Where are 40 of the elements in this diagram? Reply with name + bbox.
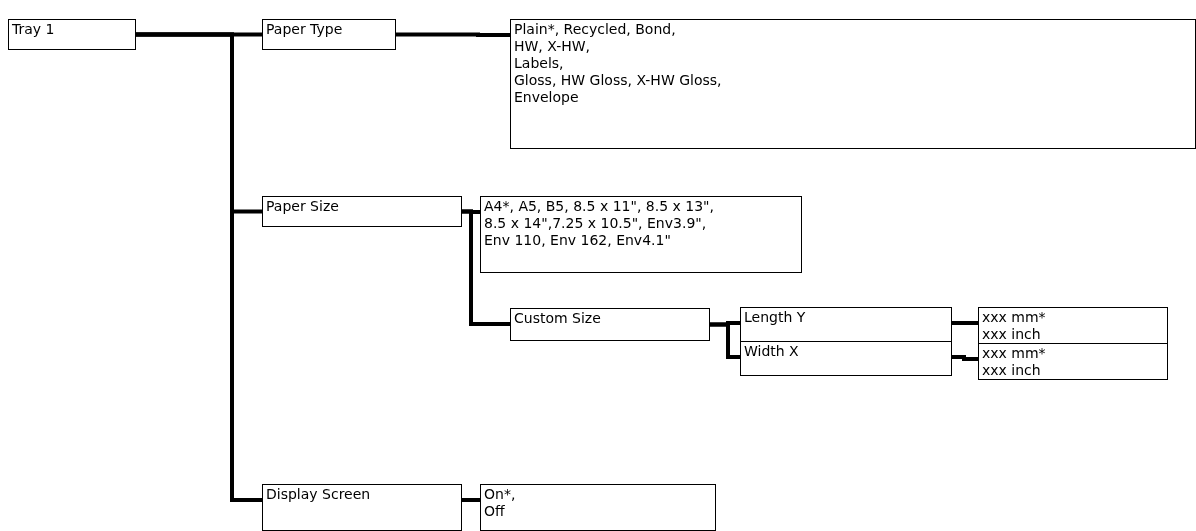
menu-box bbox=[510, 308, 710, 341]
menu-label: xxx mm* bbox=[982, 345, 1047, 362]
menu-label: HW, X-HW, bbox=[514, 38, 592, 55]
menu-label: Plain*, Recycled, Bond, bbox=[514, 21, 677, 38]
connector-line bbox=[462, 498, 480, 502]
menu-label: Length Y bbox=[744, 309, 807, 326]
menu-box bbox=[262, 19, 396, 50]
connector-line bbox=[136, 32, 262, 502]
menu-box bbox=[262, 196, 462, 227]
menu-box bbox=[978, 307, 1168, 344]
menu-label: A4*, A5, B5, 8.5 x 11", 8.5 x 13", bbox=[484, 198, 715, 215]
menu-label: Envelope bbox=[514, 89, 580, 106]
menu-label: Paper Size bbox=[266, 198, 340, 215]
menu-box bbox=[740, 307, 952, 342]
menu-label: Paper Type bbox=[266, 21, 344, 38]
menu-label: xxx inch bbox=[982, 362, 1042, 379]
menu-box bbox=[262, 484, 462, 531]
menu-box bbox=[480, 196, 802, 273]
menu-label: On*, bbox=[484, 486, 517, 503]
menu-box bbox=[740, 341, 952, 376]
connector-line bbox=[710, 322, 740, 359]
menu-label: Env 110, Env 162, Env4.1" bbox=[484, 232, 672, 249]
menu-box bbox=[480, 484, 716, 531]
menu-label: Display Screen bbox=[266, 486, 372, 503]
connector-line bbox=[952, 355, 978, 361]
connector-line bbox=[952, 321, 978, 325]
connector-line bbox=[396, 32, 510, 37]
connector-line bbox=[462, 209, 510, 326]
menu-box bbox=[978, 343, 1168, 380]
menu-label: Tray 1 bbox=[12, 21, 56, 38]
menu-box bbox=[8, 19, 136, 50]
menu-box bbox=[510, 19, 1196, 149]
menu-label: Labels, bbox=[514, 55, 565, 72]
menu-label: xxx inch bbox=[982, 326, 1042, 343]
menu-label: Width X bbox=[744, 343, 800, 360]
menu-label: 8.5 x 14",7.25 x 10.5", Env3.9", bbox=[484, 215, 708, 232]
menu-label: Custom Size bbox=[514, 310, 602, 327]
menu-label: xxx mm* bbox=[982, 309, 1047, 326]
menu-label: Off bbox=[484, 503, 506, 520]
menu-label: Gloss, HW Gloss, X-HW Gloss, bbox=[514, 72, 723, 89]
